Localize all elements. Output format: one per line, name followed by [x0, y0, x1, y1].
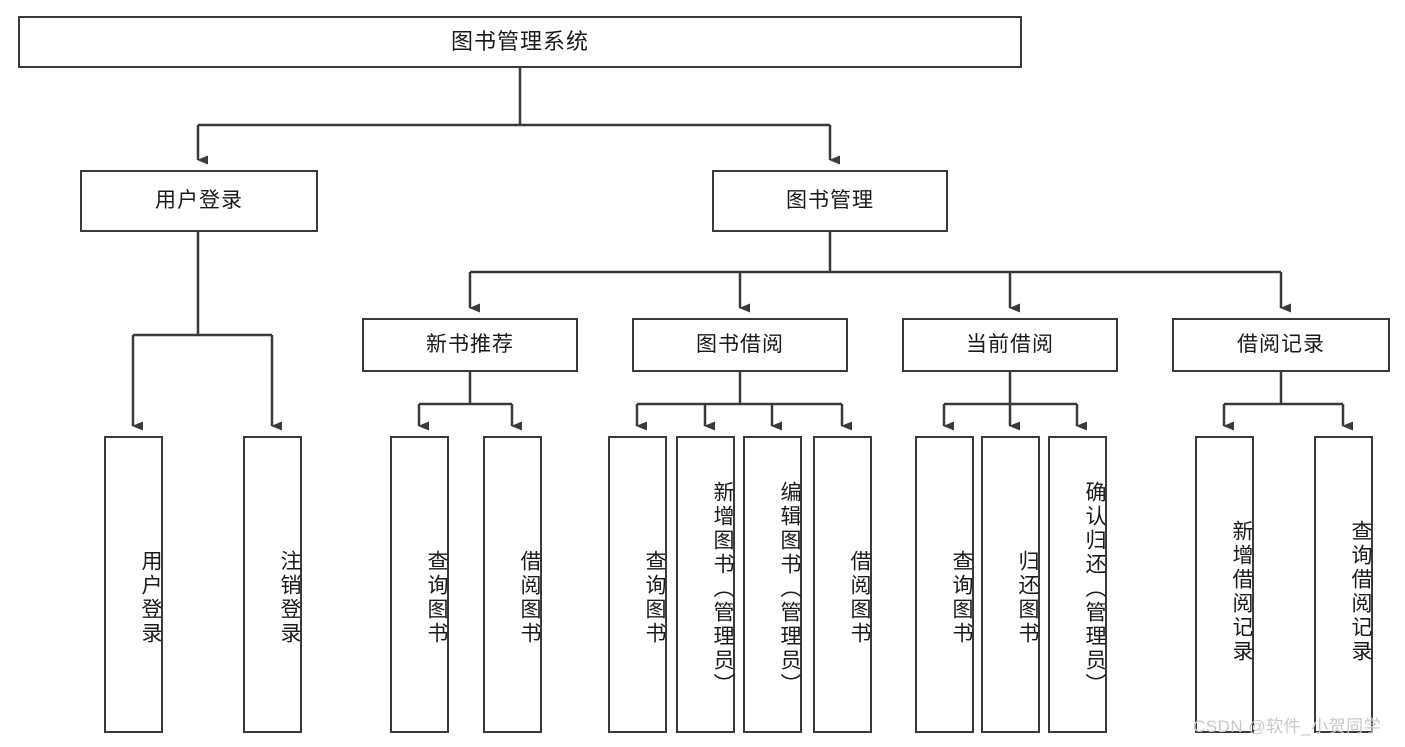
node-root[interactable]: 图书管理系统 — [18, 16, 1022, 68]
leaf-label: 查询图书 — [425, 549, 448, 646]
leaf-new-book-query[interactable]: 查询图书 — [390, 436, 449, 733]
leaf-label: 编辑图书（管理员） — [778, 480, 801, 697]
leaf-label: 用户登录 — [139, 549, 162, 646]
leaf-record-query[interactable]: 查询借阅记录 — [1314, 436, 1373, 733]
leaf-borrow-edit-book[interactable]: 编辑图书（管理员） — [743, 436, 802, 733]
leaf-label: 查询图书 — [950, 549, 973, 646]
leaf-current-query-book[interactable]: 查询图书 — [915, 436, 974, 733]
node-book-borrow-label: 图书借阅 — [696, 333, 784, 357]
leaf-label: 归还图书 — [1016, 549, 1039, 646]
leaf-borrow-add-book[interactable]: 新增图书（管理员） — [676, 436, 735, 733]
node-current-borrow[interactable]: 当前借阅 — [902, 318, 1118, 372]
node-book-management[interactable]: 图书管理 — [712, 170, 948, 232]
leaf-current-confirm-return[interactable]: 确认归还（管理员） — [1048, 436, 1107, 733]
leaf-label: 查询借阅记录 — [1349, 519, 1372, 664]
node-new-book-recommend-label: 新书推荐 — [426, 333, 514, 357]
node-book-management-label: 图书管理 — [786, 189, 874, 213]
leaf-borrow-borrow-book[interactable]: 借阅图书 — [813, 436, 872, 733]
node-current-borrow-label: 当前借阅 — [966, 333, 1054, 357]
leaf-new-book-borrow[interactable]: 借阅图书 — [483, 436, 542, 733]
node-book-borrow[interactable]: 图书借阅 — [632, 318, 848, 372]
leaf-label: 借阅图书 — [518, 549, 541, 646]
leaf-user-login-logout[interactable]: 注销登录 — [243, 436, 302, 733]
node-borrow-record[interactable]: 借阅记录 — [1172, 318, 1390, 372]
node-borrow-record-label: 借阅记录 — [1237, 333, 1325, 357]
node-user-login[interactable]: 用户登录 — [80, 170, 318, 232]
leaf-label: 注销登录 — [278, 549, 301, 646]
node-root-label: 图书管理系统 — [450, 28, 589, 54]
leaf-current-return-book[interactable]: 归还图书 — [981, 436, 1040, 733]
leaf-borrow-query-book[interactable]: 查询图书 — [608, 436, 667, 733]
leaf-label: 借阅图书 — [848, 549, 871, 646]
csdn-watermark: CSDN @软件_小贺同学 — [1193, 717, 1382, 736]
leaf-user-login-login[interactable]: 用户登录 — [104, 436, 163, 733]
leaf-label: 确认归还（管理员） — [1083, 480, 1106, 697]
leaf-label: 新增图书（管理员） — [711, 480, 734, 697]
leaf-record-add[interactable]: 新增借阅记录 — [1195, 436, 1254, 733]
leaf-label: 新增借阅记录 — [1230, 519, 1253, 664]
node-user-login-label: 用户登录 — [155, 189, 243, 213]
leaf-label: 查询图书 — [643, 549, 666, 646]
node-new-book-recommend[interactable]: 新书推荐 — [362, 318, 578, 372]
